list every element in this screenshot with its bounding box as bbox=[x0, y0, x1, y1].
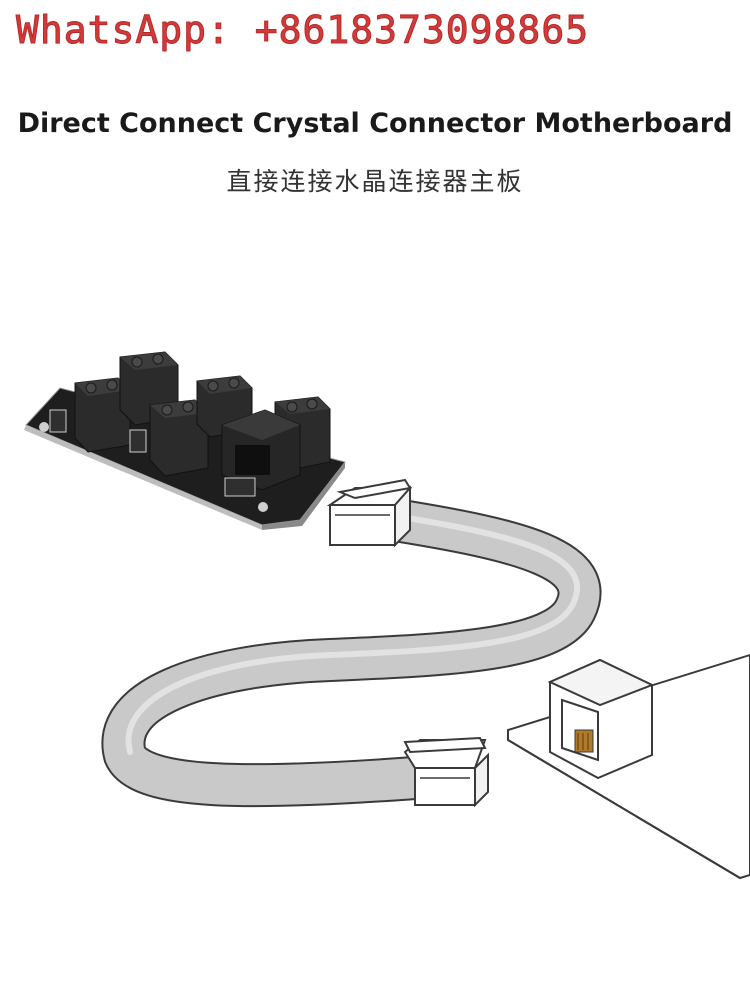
whatsapp-watermark: WhatsApp: +8618373098865 bbox=[15, 8, 590, 53]
ethernet-cable bbox=[101, 498, 602, 808]
rj45-jack-right bbox=[547, 658, 655, 780]
mounting-hole bbox=[39, 422, 49, 432]
screw-terminal-block bbox=[74, 377, 131, 453]
pin-header bbox=[49, 409, 67, 433]
rj45-plug-bottom bbox=[403, 736, 489, 808]
product-subtitle: 直接连接水晶连接器主板 bbox=[226, 167, 524, 196]
receiving-board bbox=[507, 653, 750, 880]
mounting-hole bbox=[258, 502, 268, 512]
pin-header bbox=[224, 477, 256, 497]
rj45-jack bbox=[221, 409, 301, 491]
pin-header bbox=[129, 429, 147, 453]
rj45-plug-top bbox=[326, 478, 413, 548]
connector-motherboard bbox=[24, 351, 346, 530]
product-title: Direct Connect Crystal Connector Motherb… bbox=[17, 108, 733, 139]
screw-terminal-block bbox=[149, 399, 209, 477]
